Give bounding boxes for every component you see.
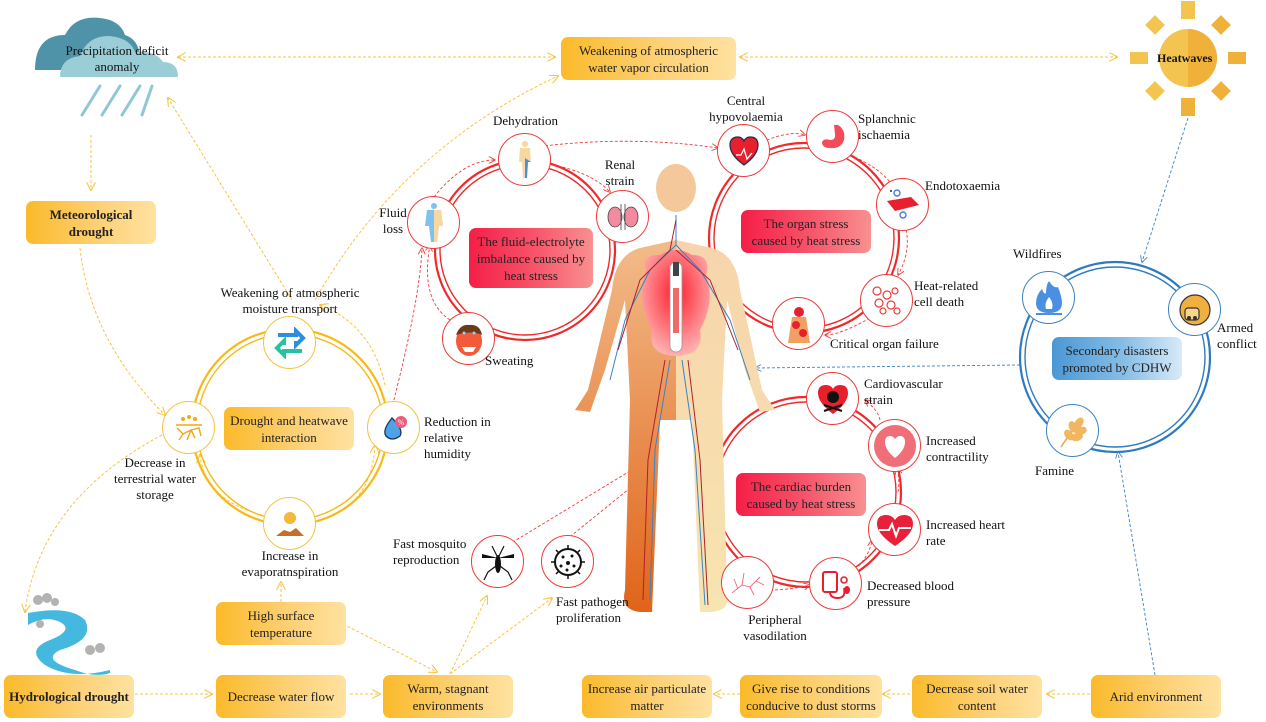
cardio-strain-label: Cardiovascular strain — [864, 376, 943, 407]
exchange-arrows-icon — [273, 326, 306, 359]
cardiac-center-box: The cardiac burden caused by heat stress — [736, 473, 866, 516]
mosquito-node — [471, 535, 524, 588]
organ-failure-label: Critical organ failure — [830, 336, 939, 351]
cell-death-node — [860, 274, 913, 327]
cracked-soil-icon — [175, 414, 202, 440]
sweating-label: Sweating — [485, 353, 534, 368]
soil-water-box: Decrease soil water content — [912, 675, 1042, 718]
renal-strain-node — [596, 190, 649, 243]
body-fluid-icon — [424, 202, 443, 242]
bacteria-tissue-icon — [886, 188, 919, 219]
decrease-water-flow-box: Decrease water flow — [216, 675, 346, 718]
wildfires-node — [1022, 271, 1075, 324]
fluid-loss-node — [407, 196, 460, 249]
hypovolaemia-label: Central hypovolaemia — [709, 93, 783, 124]
armed-conflict-node — [1168, 283, 1221, 336]
secondary-center-box: Secondary disasters promoted by CDHW — [1052, 337, 1182, 380]
blood-pressure-node — [809, 557, 862, 610]
terrestrial-water-label: Decrease in terrestrial water storage — [114, 455, 196, 502]
heatwaves-label: Heatwaves — [1157, 51, 1213, 65]
sweating-face-icon — [455, 324, 482, 356]
cell-death-label: Heat-related cell death — [914, 278, 979, 309]
humidity-drop-icon: % — [383, 415, 407, 440]
blood-vessels-icon — [731, 572, 764, 595]
warm-stagnant-box: Warm, stagnant environments — [383, 675, 513, 718]
fluid-center-box: The fluid-electrolyte imbalance caused b… — [469, 228, 593, 288]
svg-text:%: % — [397, 418, 404, 427]
contractility-node — [868, 419, 921, 472]
globe-tank-icon — [1178, 293, 1211, 326]
vasodilation-node — [721, 556, 774, 609]
cells-icon — [871, 285, 901, 315]
blood-pressure-label: Decreased blood pressure — [867, 578, 954, 609]
sun-desert-icon — [275, 511, 304, 536]
circulation-box: Weakening of atmospheric water vapor cir… — [561, 37, 736, 80]
interaction-center-box: Drought and heatwave interaction — [224, 407, 354, 450]
cardio-strain-node — [806, 372, 859, 425]
skull-body-icon — [787, 306, 810, 343]
kidneys-icon — [607, 203, 638, 230]
famine-node — [1046, 404, 1099, 457]
splanchnic-node — [806, 110, 859, 163]
particulate-box: Increase air particulate matter — [582, 675, 712, 718]
human-body-illustration — [575, 164, 775, 612]
wheat-icon — [1059, 417, 1087, 447]
secondary-ring — [1018, 260, 1212, 454]
stomach-icon — [821, 124, 844, 148]
fluid-loss-label: Fluid loss — [379, 205, 407, 236]
high-surface-temp-box: High surface temperature — [216, 602, 346, 645]
meteorological-drought-box: Meteorological drought — [26, 201, 156, 244]
dust-storms-box: Give rise to conditions conducive to dus… — [740, 675, 882, 718]
pathogen-label: Fast pathogen proliferation — [556, 594, 629, 625]
armed-conflict-label: Armed conflict — [1217, 320, 1257, 351]
heart-rate-node — [868, 503, 921, 556]
precipitation-label: Precipitation deficit anomaly — [65, 43, 169, 74]
dehydration-label: Dehydration — [493, 113, 558, 128]
moisture-transport-label: Weakening of atmospheric moisture transp… — [220, 285, 360, 316]
relative-humidity-label: Reduction in relative humidity — [424, 414, 491, 461]
hydrological-drought-box: Hydrological drought — [4, 675, 134, 718]
terrestrial-water-node — [162, 401, 215, 454]
mosquito-icon — [481, 545, 514, 580]
organ-failure-node — [772, 297, 825, 350]
vasodilation-label: Peripheral vasodilation — [743, 612, 807, 643]
sun-icon — [1130, 1, 1246, 116]
flame-icon — [1035, 280, 1062, 315]
pathogen-node — [541, 535, 594, 588]
endotoxaemia-label: Endotoxaemia — [925, 178, 1001, 193]
virus-icon — [550, 544, 585, 579]
skull-heart-icon — [817, 384, 848, 414]
wildfires-label: Wildfires — [1013, 246, 1062, 261]
dehydration-node — [498, 133, 551, 186]
contracting-heart-icon — [873, 424, 916, 467]
contractility-label: Increased contractility — [926, 433, 989, 464]
evapotranspiration-node — [263, 497, 316, 550]
heartbeat-icon — [876, 514, 913, 546]
renal-strain-label: Renal strain — [604, 157, 636, 188]
blood-pressure-cuff-icon — [821, 570, 850, 599]
rain-cloud-icon — [35, 17, 178, 117]
moisture-transport-node — [263, 316, 316, 369]
hypovolaemia-node — [717, 124, 770, 177]
river-icon — [28, 593, 110, 675]
organ-center-box: The organ stress caused by heat stress — [741, 210, 871, 253]
famine-label: Famine — [1035, 463, 1074, 478]
heart-rate-label: Increased heart rate — [926, 517, 1006, 548]
arid-environment-box: Arid environment — [1091, 675, 1221, 718]
relative-humidity-node: % — [367, 401, 420, 454]
sweating-node — [442, 312, 495, 365]
body-dehydration-icon — [518, 140, 531, 178]
endotoxaemia-node — [876, 178, 929, 231]
splanchnic-label: Splanchnic ischaemia — [858, 111, 916, 142]
evapotranspiration-label: Increase in evaporatnspiration — [241, 548, 339, 579]
mosquito-label: Fast mosquito reproduction — [393, 536, 467, 567]
heart-organ-icon — [728, 135, 759, 166]
